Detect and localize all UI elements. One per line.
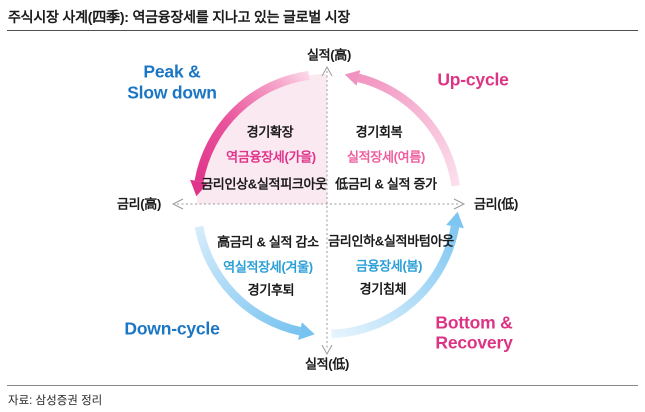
axis-label-earnings-high: 실적(高) (306, 47, 352, 63)
phase-bottom-line2: Recovery (435, 332, 513, 353)
highlight-quadrant-autumn (197, 74, 327, 204)
summer-condition-label: 低금리 & 실적 증가 (335, 176, 437, 192)
arc-bottom-recovery (331, 225, 460, 339)
phase-peak-line2: Slow down (127, 82, 217, 103)
winter-condition-label: 高금리 & 실적 감소 (217, 234, 319, 250)
summer-season-label: 실적장세(여름) (346, 149, 426, 165)
axis-label-rate-high: 금리(高) (116, 196, 162, 212)
arc-down-cycle-arrowhead-icon (298, 322, 315, 340)
arc-peak-slowdown-arrowhead-icon (190, 179, 208, 197)
phase-down-cycle: Down-cycle (124, 318, 220, 339)
phase-up-cycle: Up-cycle (437, 69, 509, 90)
autumn-season-label: 역금융장세(가을) (226, 149, 316, 165)
footer-divider (7, 385, 638, 386)
spring-season-label: 금융장세(봄) (355, 258, 423, 274)
axis-label-earnings-low: 실적(低) (304, 356, 350, 372)
summer-economy-label: 경기회복 (355, 124, 403, 140)
winter-economy-label: 경기후퇴 (247, 282, 295, 298)
source-note: 자료: 삼성증권 정리 (8, 395, 103, 407)
title-divider (7, 30, 638, 31)
autumn-condition-label: 금리인상&실적피크아웃 (201, 176, 327, 192)
axis-arrow-up-icon (321, 65, 333, 77)
phase-bottom-line1: Bottom & (435, 312, 513, 333)
arc-up-cycle (357, 73, 460, 187)
axis-arrow-down-icon (321, 344, 333, 356)
spring-economy-label: 경기침체 (359, 281, 407, 297)
phase-peak-line1: Peak & (143, 61, 201, 82)
winter-season-label: 역실적장세(겨울) (223, 259, 313, 275)
page-title: 주식시장 사계(四季): 역금융장세를 지나고 있는 글로벌 시장 (8, 9, 351, 25)
arc-down-cycle (194, 225, 301, 336)
arc-peak-slowdown (194, 70, 310, 183)
axis-arrow-right-icon (453, 198, 466, 210)
spring-condition-label: 금리인하&실적바텀아웃 (328, 233, 454, 249)
autumn-economy-label: 경기확장 (246, 124, 294, 140)
axis-label-rate-low: 금리(低) (473, 196, 519, 212)
arc-up-cycle-arrowhead-icon (344, 70, 361, 86)
arc-bottom-recovery-arrowhead-icon (446, 211, 464, 229)
axis-arrow-left-icon (171, 198, 184, 210)
